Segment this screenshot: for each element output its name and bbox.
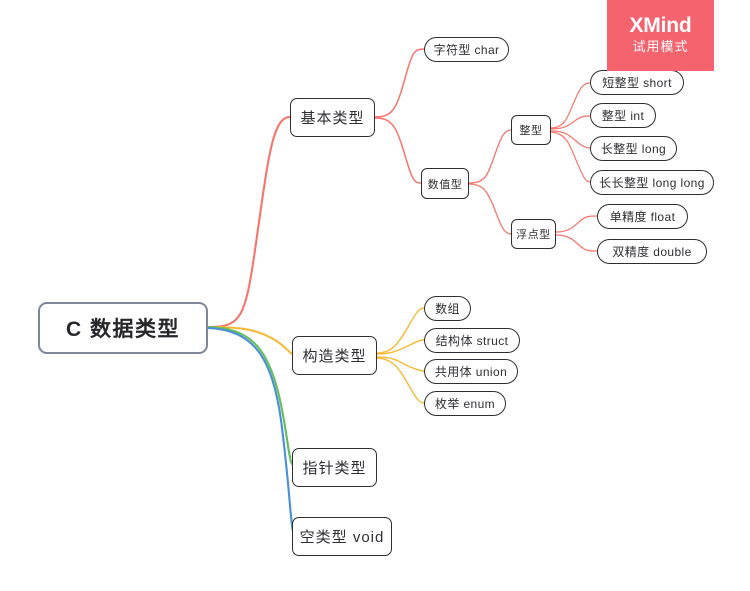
root-label: C 数据类型: [66, 318, 180, 341]
node-label: 枚举 enum: [434, 397, 496, 411]
node-label: 整型: [519, 125, 543, 137]
node-constructed-types[interactable]: 构造类型: [292, 336, 377, 375]
node-float[interactable]: 单精度 float: [597, 204, 688, 229]
mindmap-root-node[interactable]: C 数据类型: [38, 302, 208, 354]
node-union[interactable]: 共用体 union: [424, 359, 518, 384]
node-label: 指针类型: [302, 460, 367, 477]
node-label: 浮点型: [516, 229, 551, 241]
node-long-long-int[interactable]: 长长整型 long long: [590, 170, 714, 195]
node-double[interactable]: 双精度 double: [597, 239, 707, 264]
node-float-type[interactable]: 浮点型: [511, 219, 556, 249]
node-label: 整型 int: [601, 109, 645, 123]
node-label: 单精度 float: [609, 210, 676, 224]
node-label: 长整型 long: [600, 142, 667, 156]
node-label: 结构体 struct: [435, 334, 509, 348]
node-long-int[interactable]: 长整型 long: [590, 136, 677, 161]
xmind-trial-watermark: XMind 试用模式: [607, 0, 714, 71]
node-array[interactable]: 数组: [424, 296, 471, 321]
node-basic-types[interactable]: 基本类型: [290, 98, 375, 137]
node-struct[interactable]: 结构体 struct: [424, 328, 520, 353]
node-label: 双精度 double: [612, 245, 692, 259]
xmind-brand-label: XMind: [629, 14, 692, 38]
node-label: 空类型 void: [299, 529, 385, 546]
node-numeric-type[interactable]: 数值型: [421, 168, 469, 199]
node-integer-type[interactable]: 整型: [511, 115, 551, 145]
node-label: 数值型: [427, 178, 463, 191]
node-pointer-type[interactable]: 指针类型: [292, 448, 377, 487]
node-label: 长长整型 long long: [599, 176, 705, 190]
node-label: 数组: [435, 302, 460, 316]
xmind-trial-label: 试用模式: [632, 39, 689, 55]
node-void-type[interactable]: 空类型 void: [292, 517, 392, 556]
node-label: 构造类型: [302, 348, 367, 365]
node-short-int[interactable]: 短整型 short: [590, 70, 684, 95]
node-char-type[interactable]: 字符型 char: [424, 37, 509, 62]
node-label: 短整型 short: [602, 76, 672, 90]
node-int[interactable]: 整型 int: [590, 103, 656, 128]
node-enum[interactable]: 枚举 enum: [424, 391, 506, 416]
node-label: 共用体 union: [434, 365, 508, 379]
node-label: 字符型 char: [433, 43, 500, 57]
node-label: 基本类型: [300, 110, 365, 127]
